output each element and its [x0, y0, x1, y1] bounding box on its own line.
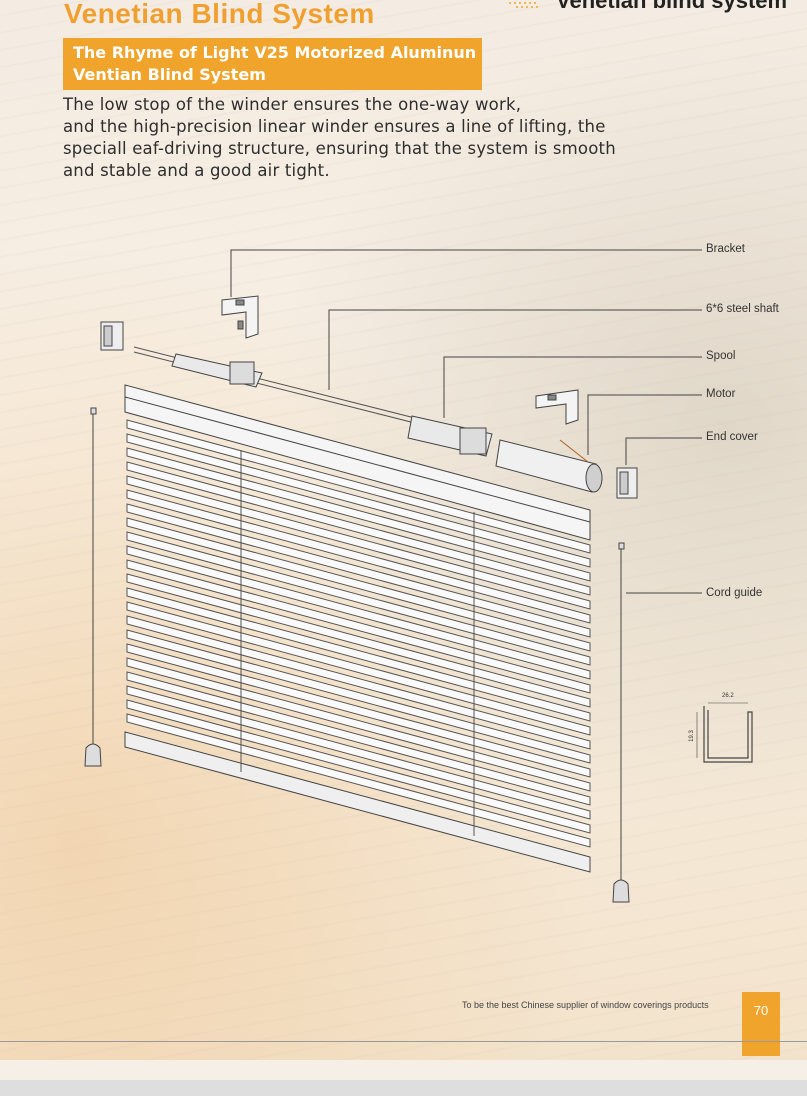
headrail-icon: [124, 384, 591, 541]
callout-motor: Motor: [706, 388, 736, 400]
description-line-4: and stable and a good air tight.: [63, 161, 330, 180]
subtitle-line-2: Ventian Blind System: [73, 65, 266, 84]
callout-steel-shaft: 6*6 steel shaft: [706, 303, 779, 315]
shaft-leader-line: [328, 309, 702, 390]
right-bracket-icon: [535, 389, 579, 425]
spool-right-icon: [407, 415, 493, 457]
footer-divider: [0, 1041, 807, 1042]
left-cord-icon: [84, 407, 102, 767]
description-line-3: speciall eaf-driving structure, ensuring…: [63, 139, 616, 158]
spool-leader-line: [443, 356, 702, 418]
page-number-box: 70: [742, 992, 780, 1056]
bracket-leader-line: [230, 249, 702, 297]
cord-guide-icon: [612, 542, 630, 903]
bottom-band: [0, 1080, 807, 1096]
page-number: 70: [753, 1003, 769, 1018]
profile-width-dimension: 26.2: [722, 693, 734, 699]
left-bracket-icon: [221, 295, 259, 339]
subtitle-line-1: The Rhyme of Light V25 Motorized Aluminu…: [73, 43, 477, 62]
decorative-dots-icon: [509, 2, 538, 8]
callout-spool: Spool: [706, 350, 736, 362]
headrail-profile-icon: [696, 702, 753, 763]
footer-tagline: To be the best Chinese supplier of windo…: [462, 1000, 709, 1010]
motor-icon: [495, 439, 603, 493]
spool-left-icon: [171, 353, 263, 388]
description: The low stop of the winder ensures the o…: [63, 94, 663, 182]
description-line-2: and the high-precision linear winder ens…: [63, 117, 606, 136]
ladder-cords: [240, 450, 475, 836]
end-cover-leader-line: [625, 437, 702, 465]
page-title: Venetian Blind System: [64, 0, 375, 29]
subtitle-banner: The Rhyme of Light V25 Motorized Aluminu…: [63, 38, 482, 90]
exploded-blind-diagram: [84, 249, 753, 903]
callout-end-cover: End cover: [706, 431, 758, 443]
left-end-cap-icon: [100, 321, 124, 351]
blind-slats: [126, 419, 591, 848]
right-end-cover-icon: [616, 467, 638, 499]
profile-height-dimension: 19.3: [688, 730, 695, 742]
callout-cord-guide: Cord guide: [706, 587, 763, 599]
description-line-1: The low stop of the winder ensures the o…: [63, 95, 522, 114]
header-section-title: Venetian blind system: [556, 0, 788, 13]
motor-leader-line: [587, 394, 702, 455]
callout-bracket: Bracket: [706, 243, 745, 255]
